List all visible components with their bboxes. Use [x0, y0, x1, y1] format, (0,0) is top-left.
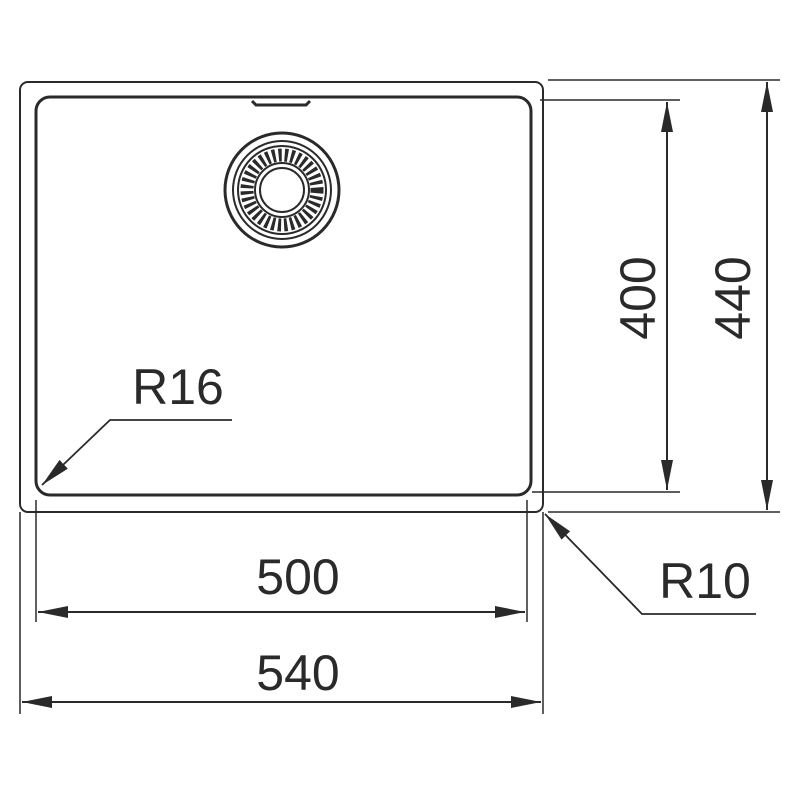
outer-width-label: 540: [256, 645, 339, 701]
extension-lines: [19, 79, 780, 714]
overflow-slot: [250, 99, 312, 107]
outer-radius-label: R10: [659, 553, 751, 609]
inner-height-label: 400: [610, 256, 666, 339]
sink-outer-outline: [19, 81, 544, 513]
outer-radius-leader: [544, 513, 756, 615]
inner-radius-leader: [41, 419, 232, 486]
drain-strainer-icon: [223, 131, 341, 249]
inner-radius-label: R16: [132, 359, 224, 415]
inner-width-label: 500: [256, 549, 339, 605]
sink-inner-bowl: [34, 95, 533, 497]
outer-height-label: 440: [705, 256, 761, 339]
